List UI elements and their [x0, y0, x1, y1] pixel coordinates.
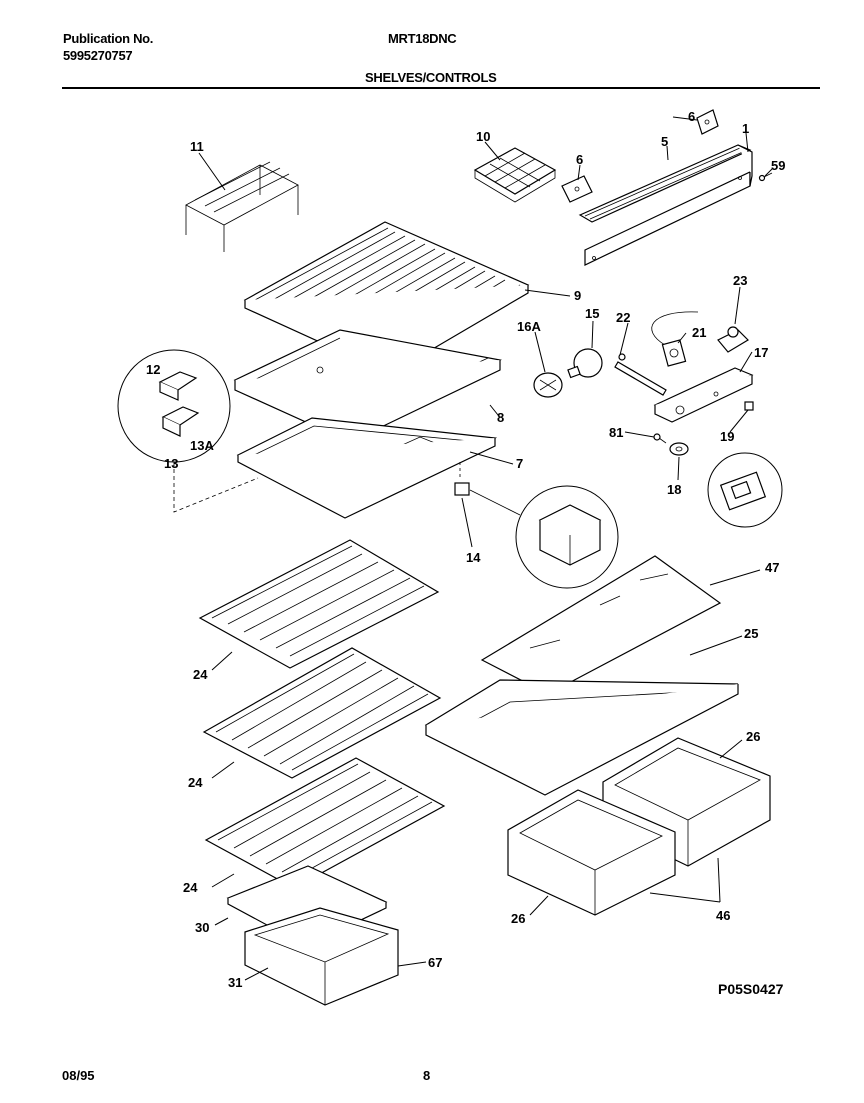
callout-46: 46 — [716, 908, 730, 923]
knob-part-18 — [669, 442, 689, 456]
ice-tray-part-10 — [473, 147, 557, 203]
crisper-frame-part-25 — [424, 679, 739, 796]
callout-31: 31 — [228, 975, 242, 990]
callout-67: 67 — [428, 955, 442, 970]
light-bulb-part-15 — [567, 348, 603, 379]
callout-8: 8 — [497, 410, 504, 425]
callout-10: 10 — [476, 129, 490, 144]
callout-81: 81 — [609, 425, 623, 440]
callout-30: 30 — [195, 920, 209, 935]
callout-6-right: 6 — [688, 109, 695, 124]
callout-1: 1 — [742, 121, 749, 136]
screw-part-59 — [758, 172, 773, 182]
publication-number: 5995270757 — [63, 48, 133, 63]
rod-part-22 — [614, 353, 667, 396]
model-number: MRT18DNC — [388, 31, 457, 46]
bracket-part-6-right — [696, 109, 719, 135]
thermostat-part-21 — [651, 311, 699, 367]
wire-shelf-part-24-middle — [202, 647, 442, 779]
control-part-23 — [717, 326, 749, 353]
callout-16a: 16A — [517, 319, 541, 334]
callout-26-right: 26 — [746, 729, 760, 744]
crisper-drawer-part-26-left — [507, 789, 676, 916]
header-rule — [62, 87, 820, 89]
callout-labels: 1 5 6 6 59 10 11 9 15 16A 22 21 23 17 12… — [146, 109, 785, 990]
control-panel-part-5 — [578, 144, 752, 223]
callout-18: 18 — [667, 482, 681, 497]
callout-13: 13 — [164, 456, 178, 471]
callout-5: 5 — [661, 134, 668, 149]
callout-21: 21 — [692, 325, 706, 340]
bracket-part-6-left — [561, 175, 593, 203]
detail-circle-14 — [469, 485, 619, 589]
footer-date: 08/95 — [62, 1068, 95, 1083]
light-socket-part-16a — [533, 372, 563, 398]
callout-22: 22 — [616, 310, 630, 325]
callout-17: 17 — [754, 345, 768, 360]
tray-part-7 — [236, 417, 498, 519]
callout-23: 23 — [733, 273, 747, 288]
meat-drawer-part-31 — [244, 907, 399, 1006]
divider-part-8 — [233, 329, 502, 443]
callout-11: 11 — [190, 139, 204, 154]
callout-7: 7 — [516, 456, 523, 471]
part-14 — [454, 462, 470, 496]
wire-shelf-part-24-bottom — [204, 757, 446, 889]
detail-circle-12-13 — [117, 349, 259, 513]
callout-47: 47 — [765, 560, 779, 575]
callout-9: 9 — [574, 288, 581, 303]
callout-15: 15 — [585, 306, 599, 321]
switch-part-19 — [744, 401, 754, 411]
callout-24-top: 24 — [193, 667, 208, 682]
glass-shelf-part-47 — [480, 555, 722, 695]
section-title: SHELVES/CONTROLS — [365, 70, 497, 85]
callout-13a: 13A — [190, 438, 214, 453]
leader-lines — [198, 116, 774, 981]
page-number: 8 — [423, 1068, 431, 1083]
callout-12: 12 — [146, 362, 160, 377]
detail-circle-switch — [707, 452, 783, 528]
callout-19: 19 — [720, 429, 734, 444]
callout-25: 25 — [744, 626, 758, 641]
callout-24-middle: 24 — [188, 775, 203, 790]
control-housing-part-17 — [653, 367, 754, 423]
callout-6-left: 6 — [576, 152, 583, 167]
publication-label: Publication No. — [63, 31, 154, 46]
callout-14: 14 — [466, 550, 481, 565]
callout-59: 59 — [771, 158, 785, 173]
callout-26-left: 26 — [511, 911, 525, 926]
wire-shelf-part-24-top — [198, 539, 440, 669]
callout-24-bottom: 24 — [183, 880, 198, 895]
screw-part-81 — [653, 433, 667, 444]
figure-code: P05S0427 — [718, 981, 784, 997]
wire-rack-part-11 — [185, 161, 299, 252]
